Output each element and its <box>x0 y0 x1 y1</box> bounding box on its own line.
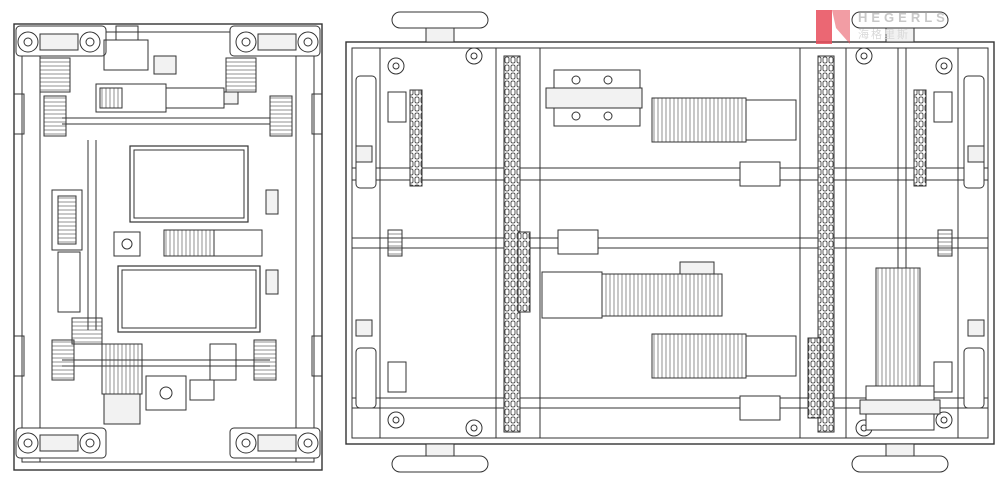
corner-wheel-tr <box>229 25 321 57</box>
corner-wheel-br <box>229 427 321 459</box>
front-wheel-bl <box>391 443 489 473</box>
corner-wheel-bl <box>15 427 107 459</box>
corner-wheel-tl <box>15 25 107 57</box>
top-view <box>13 23 323 471</box>
front-wheel-tl <box>391 11 489 43</box>
front-wheel-tr <box>851 11 949 43</box>
front-view <box>345 11 995 473</box>
brand-sub: 海格里斯 <box>858 28 910 41</box>
front-wheel-br <box>851 443 949 473</box>
hegerls-logo-icon <box>816 10 850 44</box>
brand-name: HEGERLS <box>858 10 949 25</box>
